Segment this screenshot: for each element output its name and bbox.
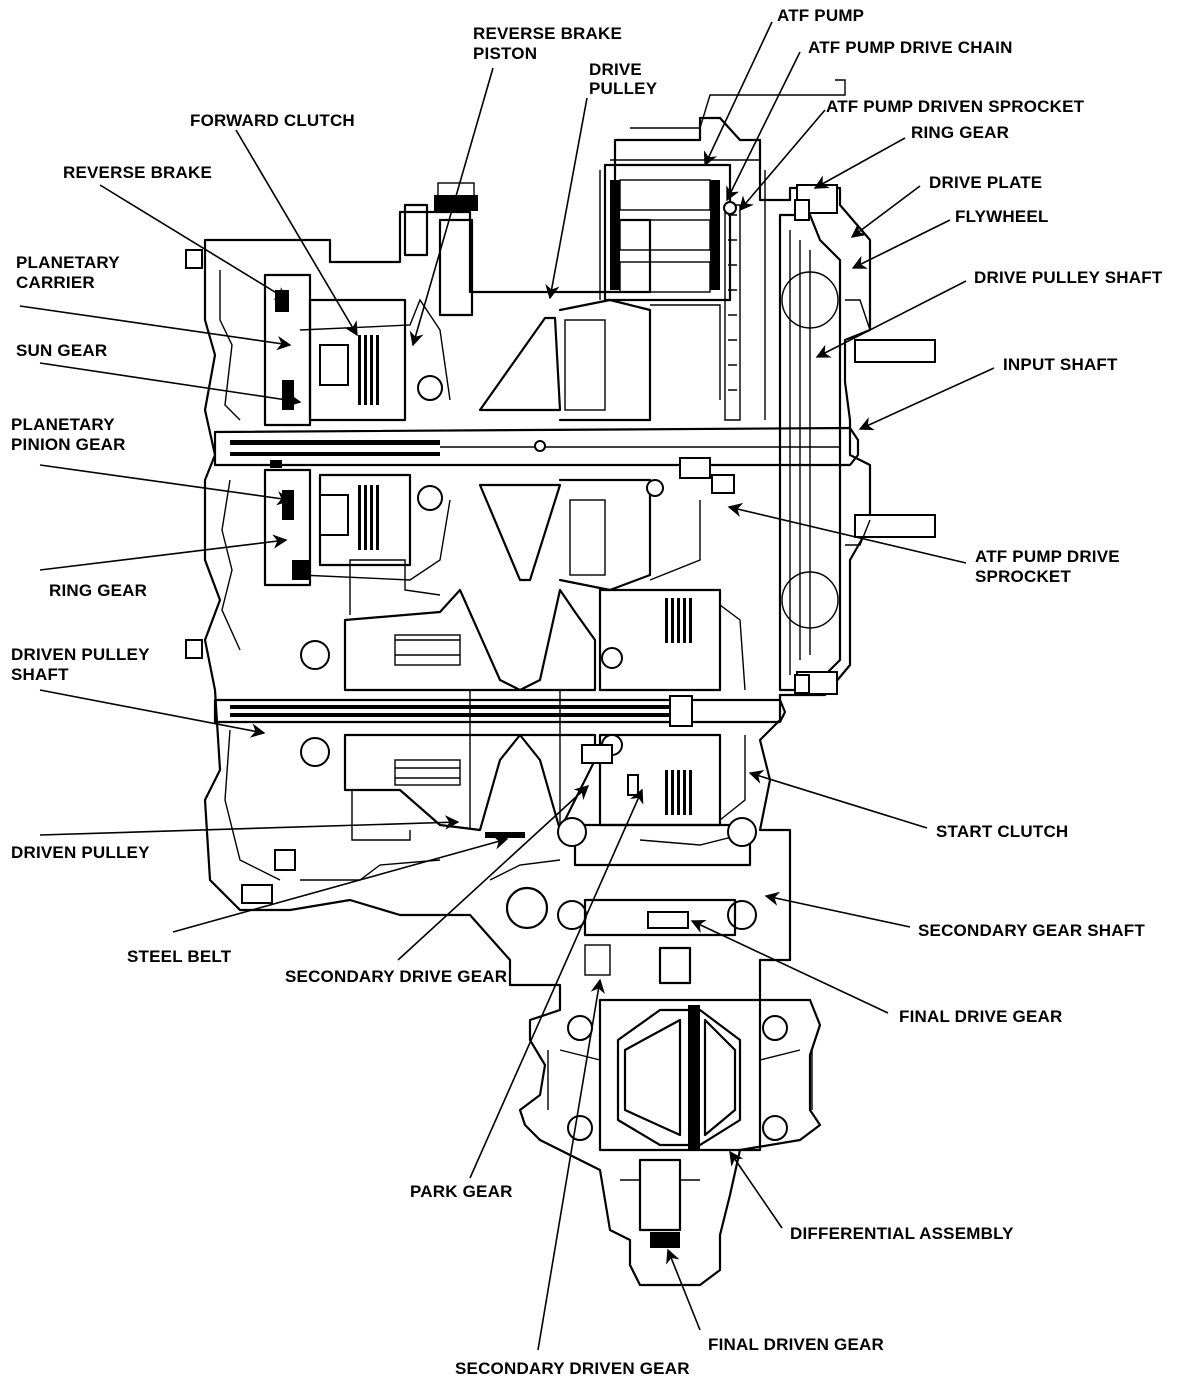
transmission-housing-drawing	[185, 79, 936, 1287]
label-atf-pump: ATF PUMP	[777, 6, 864, 25]
leader-steel-belt	[172, 835, 509, 933]
leader-input-shaft	[858, 367, 995, 431]
label-final-drive-gear: FINAL DRIVE GEAR	[899, 1007, 1062, 1026]
label-secondary-drive-gear: SECONDARY DRIVE GEAR	[285, 967, 507, 986]
label-final-driven-gear: FINAL DRIVEN GEAR	[708, 1335, 884, 1354]
label-drive-pulley-line1: DRIVE	[589, 60, 642, 79]
leader-lines	[19, 21, 995, 1351]
leader-reverse-brake	[99, 184, 290, 301]
leader-final-driven-gear	[666, 1248, 701, 1331]
leader-ring-gear-top	[813, 137, 906, 189]
label-driven-pulley: DRIVEN PULLEY	[11, 843, 150, 862]
leader-flywheel	[851, 219, 951, 269]
leader-planetary-carrier	[19, 305, 292, 351]
label-differential-assembly: DIFFERENTIAL ASSEMBLY	[790, 1224, 1014, 1243]
leader-sun-gear	[39, 362, 302, 408]
labels: REVERSE BRAKE PISTON DRIVE PULLEY ATF PU…	[11, 6, 1163, 1378]
label-atf-pump-drive-chain: ATF PUMP DRIVE CHAIN	[808, 38, 1013, 57]
label-planetary-pinion-gear-line2: PINION GEAR	[11, 435, 126, 454]
leader-atf-pump-drive-chain	[726, 51, 801, 202]
leader-drive-plate	[850, 185, 921, 238]
leader-atf-pump	[703, 21, 773, 167]
label-ring-gear-left: RING GEAR	[49, 581, 147, 600]
leader-drive-pulley-shaft	[815, 280, 967, 358]
label-flywheel: FLYWHEEL	[955, 207, 1049, 226]
label-driven-pulley-shaft-line2: SHAFT	[11, 665, 69, 684]
label-start-clutch: START CLUTCH	[936, 822, 1068, 841]
label-drive-plate: DRIVE PLATE	[929, 173, 1042, 192]
top-housing-line	[599, 79, 846, 420]
label-reverse-brake-piston-line1: REVERSE BRAKE	[473, 24, 622, 43]
label-drive-pulley-shaft: DRIVE PULLEY SHAFT	[974, 268, 1163, 287]
label-atf-pump-drive-sprocket-line2: SPROCKET	[975, 567, 1071, 586]
leader-driven-pulley-shaft	[39, 689, 266, 738]
secondary-gear-shaft	[505, 744, 757, 976]
inner-case-line	[219, 270, 741, 881]
label-planetary-carrier-line2: CARRIER	[16, 273, 95, 292]
label-input-shaft: INPUT SHAFT	[1003, 355, 1118, 374]
leader-planetary-pinion-gear	[39, 464, 292, 506]
leader-ring-gear-left	[39, 534, 288, 571]
leader-final-drive-gear	[690, 919, 889, 1014]
leader-atf-pump-drive-sprocket	[727, 502, 967, 564]
label-planetary-pinion-gear-line1: PLANETARY	[11, 415, 115, 434]
label-reverse-brake: REVERSE BRAKE	[63, 163, 212, 182]
leader-atf-pump-driven-sprocket	[739, 109, 826, 212]
label-atf-pump-driven-sprocket: ATF PUMP DRIVEN SPROCKET	[826, 97, 1085, 116]
leader-reverse-brake-piston	[409, 67, 494, 347]
label-forward-clutch: FORWARD CLUTCH	[190, 111, 355, 130]
start-clutch-plates	[665, 598, 692, 815]
label-steel-belt: STEEL BELT	[127, 947, 232, 966]
leader-differential-assembly	[729, 1150, 783, 1229]
drive-pulley	[478, 298, 721, 592]
leader-park-gear	[469, 788, 644, 1179]
label-park-gear: PARK GEAR	[410, 1182, 513, 1201]
leader-secondary-driven-gear	[537, 978, 605, 1351]
label-ring-gear-top: RING GEAR	[911, 123, 1009, 142]
label-planetary-carrier-line1: PLANETARY	[16, 253, 120, 272]
leader-drive-pulley	[545, 97, 588, 300]
label-secondary-gear-shaft: SECONDARY GEAR SHAFT	[918, 921, 1145, 940]
outer-case	[203, 116, 872, 1287]
clutch-plates-upper	[358, 335, 379, 405]
input-shaft	[213, 426, 860, 494]
driven-pulley-shaft	[213, 640, 787, 767]
leader-secondary-drive-gear	[397, 785, 590, 961]
leader-start-clutch	[748, 769, 928, 829]
label-atf-pump-drive-sprocket-line1: ATF PUMP DRIVE	[975, 547, 1120, 566]
label-driven-pulley-shaft-line1: DRIVEN PULLEY	[11, 645, 150, 664]
label-reverse-brake-piston-line2: PISTON	[473, 44, 537, 63]
leader-driven-pulley	[39, 815, 460, 836]
differential-assembly-drawing	[547, 946, 813, 1248]
label-secondary-driven-gear: SECONDARY DRIVEN GEAR	[455, 1359, 690, 1378]
clutch-plates-lower	[358, 485, 379, 550]
leader-forward-clutch	[235, 129, 358, 337]
leader-secondary-gear-shaft	[764, 891, 911, 928]
atf-pump-block	[603, 163, 741, 421]
label-sun-gear: SUN GEAR	[16, 341, 107, 360]
label-drive-pulley-line2: PULLEY	[589, 79, 658, 98]
housing-bolts	[185, 199, 810, 904]
